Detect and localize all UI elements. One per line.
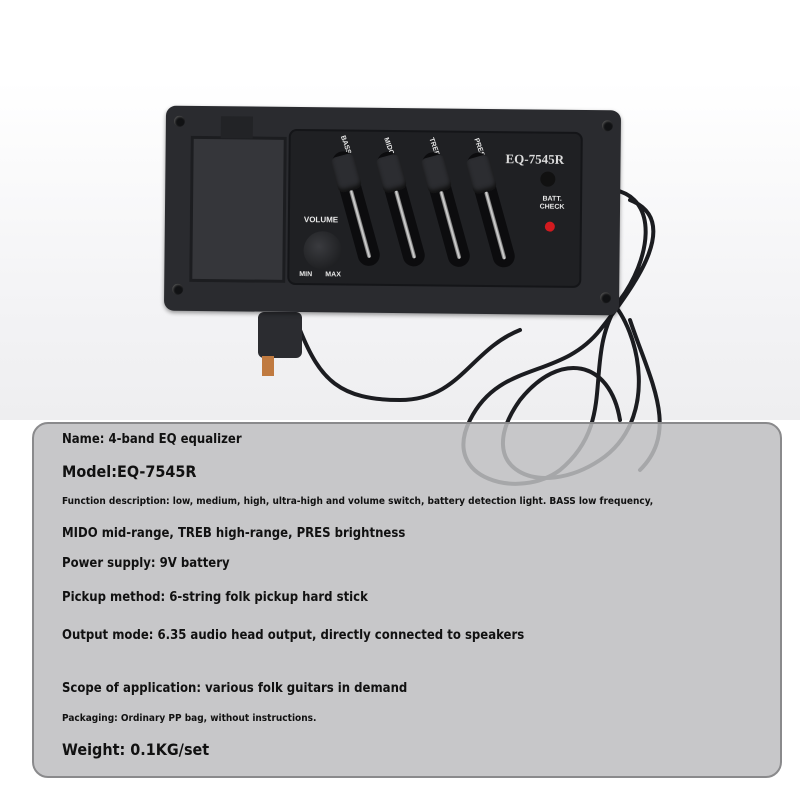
spec-model: Model:EQ-7545R xyxy=(62,462,197,481)
control-panel: BASS MIDO. TREB. PRES. EQ-7545R VOLUME M… xyxy=(287,128,583,288)
battery-led-icon xyxy=(544,221,555,232)
output-jack xyxy=(258,312,302,358)
slider-cap xyxy=(419,153,453,195)
batt-check-button[interactable] xyxy=(540,171,556,187)
jack-wire xyxy=(262,356,274,376)
cable xyxy=(298,328,522,403)
screw-icon xyxy=(173,115,185,127)
spec-function-line1: Function description: low, medium, high,… xyxy=(62,496,654,507)
spec-power: Power supply: 9V battery xyxy=(62,556,230,571)
device-model-label: EQ-7545R xyxy=(505,151,565,167)
treb-slider[interactable] xyxy=(419,149,473,270)
mido-slider[interactable] xyxy=(374,149,428,269)
screw-icon xyxy=(601,120,613,132)
eq-preamp-device: BASS MIDO. TREB. PRES. EQ-7545R VOLUME M… xyxy=(163,105,622,316)
slider-cap xyxy=(374,152,408,194)
slider-cap xyxy=(329,152,363,194)
screw-icon xyxy=(172,283,184,295)
spec-output: Output mode: 6.35 audio head output, dir… xyxy=(62,628,525,643)
spec-panel: Name: 4-band EQ equalizer Model:EQ-7545R… xyxy=(32,422,782,778)
min-label: MIN xyxy=(299,271,313,279)
spec-weight: Weight: 0.1KG/set xyxy=(62,740,210,759)
volume-knob[interactable] xyxy=(303,231,342,270)
spec-pickup: Pickup method: 6-string folk pickup hard… xyxy=(62,590,368,605)
battery-compartment[interactable] xyxy=(189,135,287,283)
slider-cap xyxy=(464,153,498,195)
batt-check-label: BATT. CHECK xyxy=(539,195,565,211)
spec-function-line2: MIDO mid-range, TREB high-range, PRES br… xyxy=(62,526,406,541)
spec-scope: Scope of application: various folk guita… xyxy=(62,681,408,696)
pres-slider[interactable] xyxy=(464,150,518,270)
screw-icon xyxy=(600,292,612,304)
max-label: MAX xyxy=(325,271,341,279)
spec-packaging: Packaging: Ordinary PP bag, without inst… xyxy=(62,713,317,724)
volume-label: VOLUME xyxy=(303,215,339,225)
spec-name: Name: 4-band EQ equalizer xyxy=(62,432,242,447)
battery-latch[interactable] xyxy=(220,116,253,139)
